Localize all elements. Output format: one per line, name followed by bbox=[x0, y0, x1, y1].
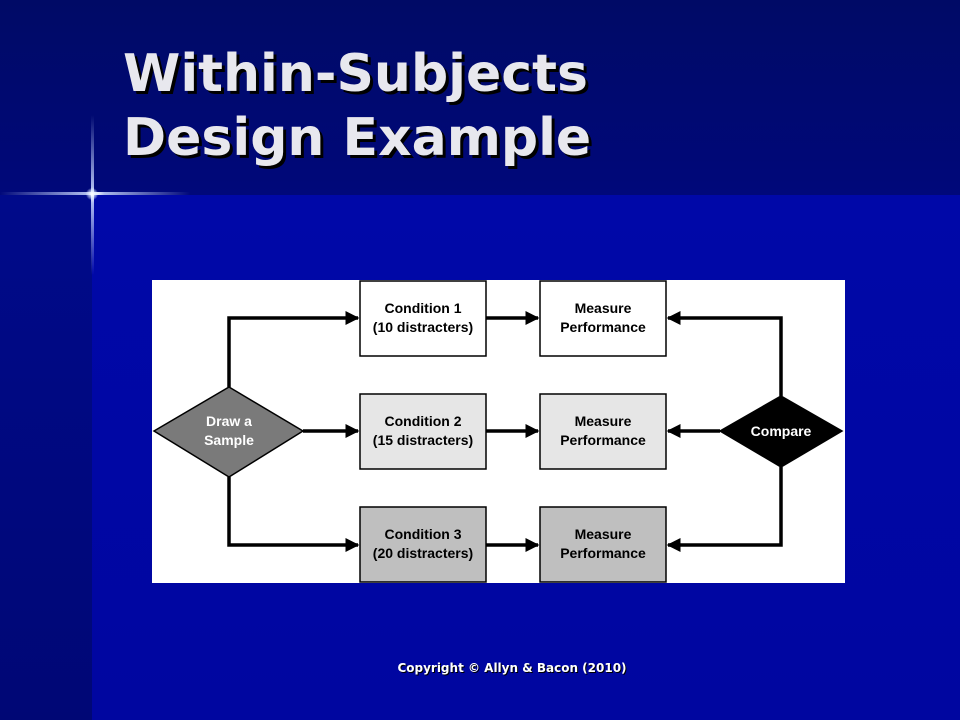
slide-title-line1: Within-Subjects bbox=[123, 44, 588, 104]
condition-2-box bbox=[359, 393, 487, 470]
condition-1-box bbox=[359, 280, 487, 357]
compare-diamond bbox=[718, 395, 844, 468]
draw-sample-label-line2: Sample bbox=[204, 432, 254, 448]
draw-sample-label-line1: Draw a bbox=[206, 413, 252, 429]
measure-3-label-line2: Performance bbox=[560, 545, 646, 561]
measure-1-label-line2: Performance bbox=[560, 319, 646, 335]
flow-diagram-svg: Draw a Sample Condition 1 (10 distracter… bbox=[152, 280, 844, 583]
left-band bbox=[0, 195, 92, 720]
measure-2-label-line1: Measure bbox=[575, 413, 632, 429]
condition-3-label-line1: Condition 3 bbox=[385, 526, 462, 542]
connector-compare-to-measure-1 bbox=[666, 311, 783, 396]
connector-start-to-condition-3 bbox=[227, 477, 360, 552]
slide-title: Within-Subjects Design Example bbox=[123, 42, 823, 170]
draw-sample-diamond bbox=[152, 386, 305, 478]
light-flare-center bbox=[86, 188, 98, 200]
connector-start-to-condition-1 bbox=[227, 311, 360, 387]
condition-1-label-line2: (10 distracters) bbox=[373, 319, 473, 335]
measure-3-label-line1: Measure bbox=[575, 526, 632, 542]
condition-2-label-line2: (15 distracters) bbox=[373, 432, 473, 448]
measure-2-box bbox=[539, 393, 667, 470]
copyright-footer: Copyright © Allyn & Bacon (2010) bbox=[397, 661, 627, 675]
measure-1-label-line1: Measure bbox=[575, 300, 632, 316]
condition-3-box bbox=[359, 506, 487, 583]
condition-2-label-line1: Condition 2 bbox=[385, 413, 462, 429]
connector-compare-to-measure-3 bbox=[666, 467, 783, 552]
measure-1-box bbox=[539, 280, 667, 357]
compare-label: Compare bbox=[751, 423, 812, 439]
measure-3-box bbox=[539, 506, 667, 583]
slide-title-line2: Design Example bbox=[123, 108, 592, 168]
condition-1-label-line1: Condition 1 bbox=[385, 300, 462, 316]
condition-3-label-line2: (20 distracters) bbox=[373, 545, 473, 561]
measure-2-label-line2: Performance bbox=[560, 432, 646, 448]
flow-diagram: Draw a Sample Condition 1 (10 distracter… bbox=[152, 280, 845, 583]
title-band bbox=[0, 0, 960, 195]
